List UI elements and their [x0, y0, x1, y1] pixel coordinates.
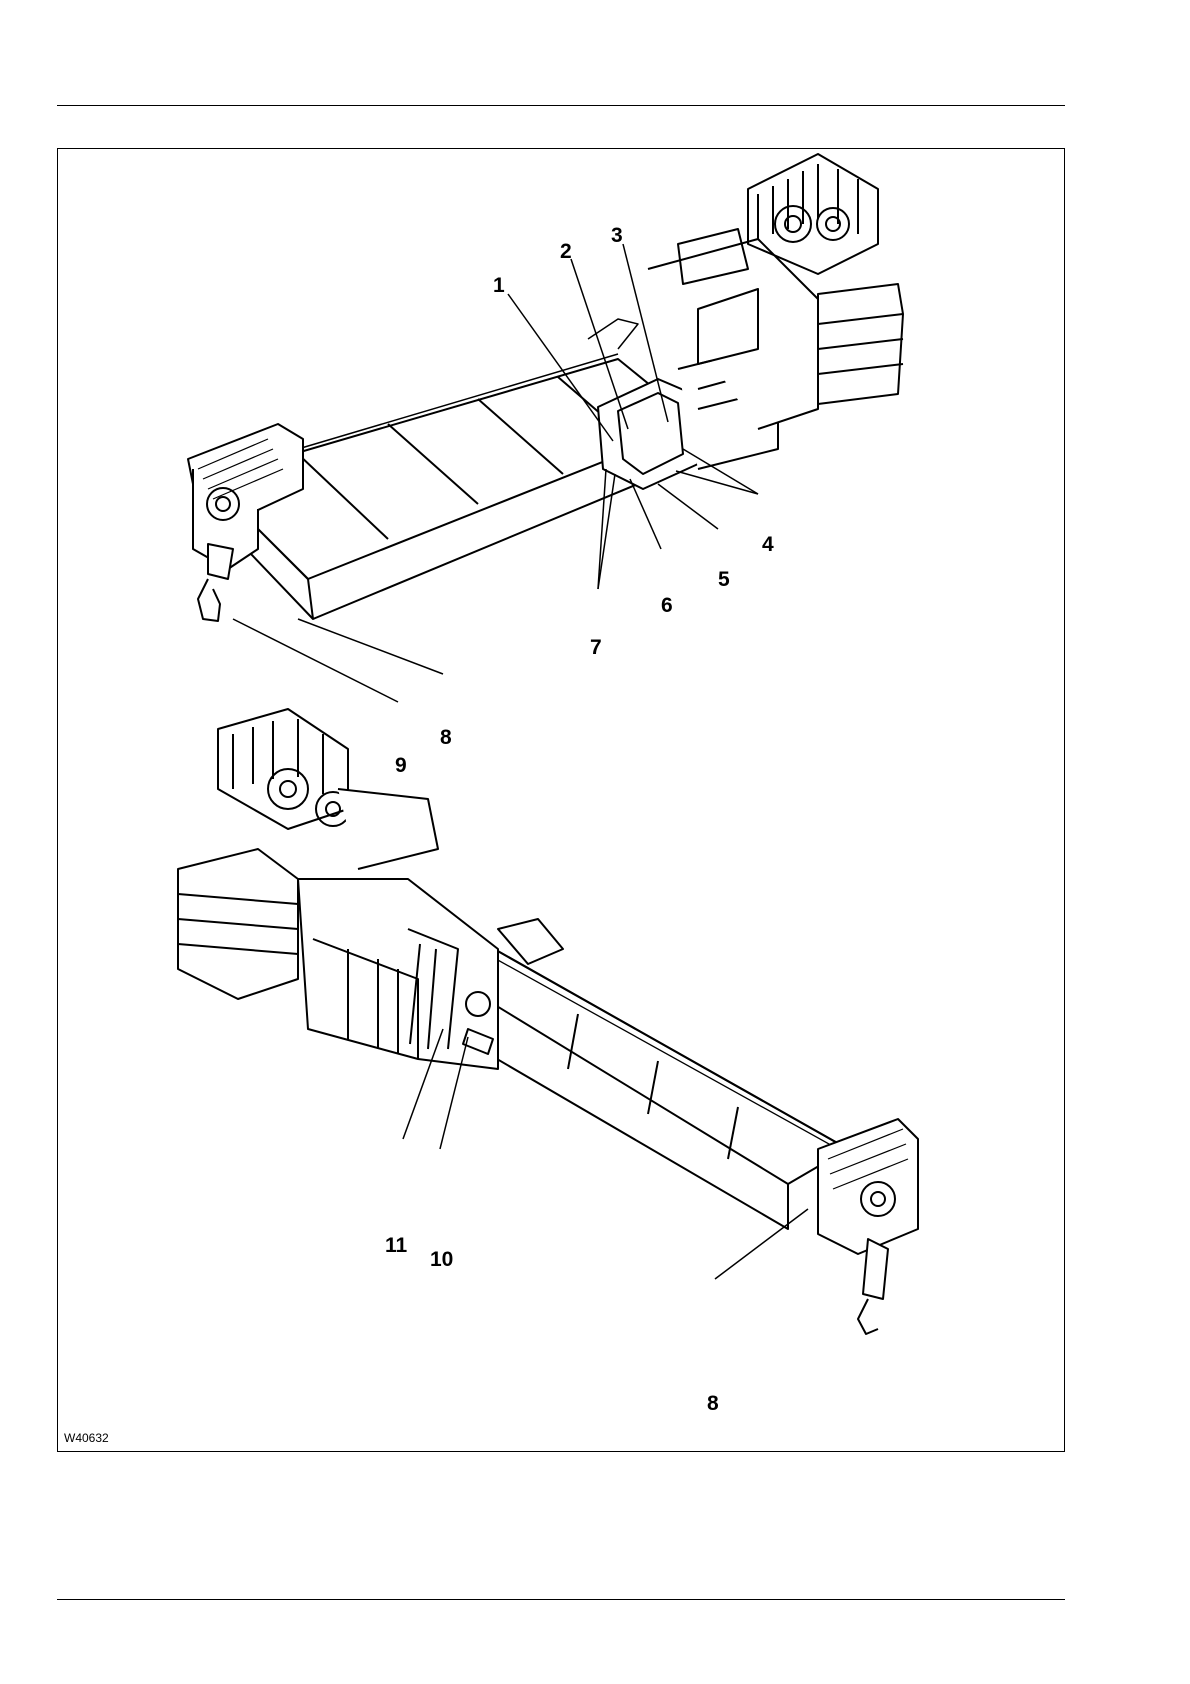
leader-4b [676, 471, 758, 494]
callout-9: 9 [395, 755, 407, 776]
callout-11: 11 [385, 1235, 407, 1256]
leader-8-bottom [715, 1209, 808, 1279]
callout-4: 4 [762, 534, 774, 555]
figure-frame: 1 2 3 4 5 6 7 8 9 8 11 10 W40632 [57, 148, 1065, 1452]
callout-10: 10 [430, 1249, 453, 1270]
callout-3: 3 [611, 225, 623, 246]
crane-boom-illustration [58, 149, 1064, 1451]
callout-5: 5 [718, 569, 730, 590]
callout-6: 6 [661, 595, 673, 616]
callout-1: 1 [493, 275, 505, 296]
leader-5 [658, 484, 718, 529]
leader-9 [233, 619, 398, 702]
footer-rule [57, 1599, 1065, 1600]
callout-8-top: 8 [440, 727, 452, 748]
callout-7: 7 [590, 637, 602, 658]
leader-7b [598, 474, 615, 589]
leader-8-top [298, 619, 443, 674]
leader-7a [598, 469, 606, 589]
callout-8-bottom: 8 [707, 1393, 719, 1414]
figure-id: W40632 [64, 1431, 109, 1445]
header-rule [57, 105, 1065, 106]
leader-6 [630, 479, 661, 549]
callout-2: 2 [560, 241, 572, 262]
